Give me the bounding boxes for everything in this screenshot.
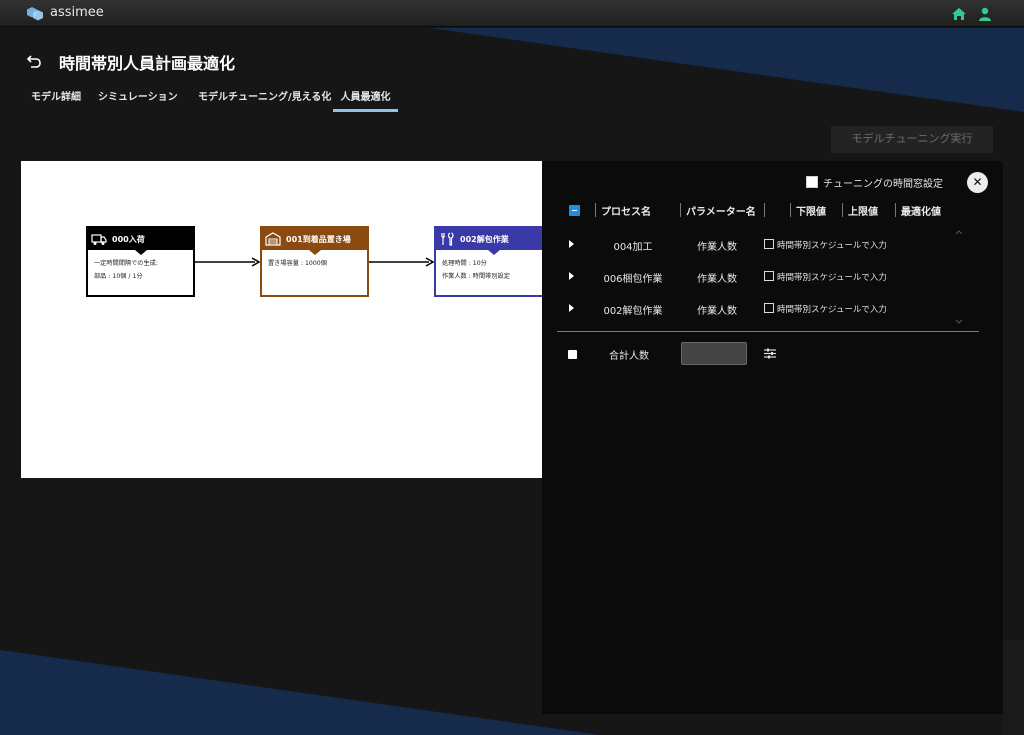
schedule-label: 時間帯別スケジュールで入力 bbox=[777, 305, 887, 315]
expand-caret-icon[interactable] bbox=[569, 272, 574, 280]
schedule-checkbox[interactable] bbox=[764, 271, 774, 281]
grid-header: プロセス名 パラメーター名 下限値 上限値 最適化値 bbox=[557, 200, 979, 222]
logo-icon bbox=[27, 7, 43, 21]
truck-icon bbox=[91, 234, 107, 245]
process-node-unpacking[interactable]: 002解包作業 処理時間 : 10分 作業人数 : 時間帯別設定 bbox=[434, 226, 542, 297]
optimization-panel: チューニングの時間窓設定 ✕ プロセス名 パラメーター名 下限値 上限値 最適化… bbox=[542, 161, 1003, 714]
user-icon[interactable] bbox=[977, 6, 993, 22]
node-detail: 一定時間間隔での生成: bbox=[94, 260, 158, 267]
run-tuning-button[interactable]: モデルチューニング実行 bbox=[831, 126, 993, 153]
table-row[interactable]: 006梱包作業 作業人数 時間帯別スケジュールで入力 bbox=[557, 261, 953, 293]
schedule-label: 時間帯別スケジュールで入力 bbox=[777, 241, 887, 251]
total-staff-label: 合計人数 bbox=[609, 351, 649, 362]
column-header-lower-limit[interactable]: 下限値 bbox=[796, 207, 826, 218]
tools-icon bbox=[441, 232, 454, 246]
expand-caret-icon[interactable] bbox=[569, 304, 574, 312]
node-detail: 処理時間 : 10分 bbox=[442, 260, 487, 267]
row-process-name: 006梱包作業 bbox=[603, 274, 663, 285]
row-process-name: 002解包作業 bbox=[603, 306, 663, 317]
scrollbar[interactable] bbox=[953, 228, 965, 326]
column-header-optimized-value[interactable]: 最適化値 bbox=[901, 207, 941, 218]
tab-model-tuning[interactable]: モデルチューニング/見える化 bbox=[198, 92, 332, 103]
column-header-parameter[interactable]: パラメーター名 bbox=[686, 207, 756, 218]
total-checkbox[interactable] bbox=[568, 350, 577, 359]
close-panel-button[interactable]: ✕ bbox=[967, 172, 988, 193]
column-separator bbox=[895, 203, 896, 217]
row-parameter-name: 作業人数 bbox=[697, 242, 737, 253]
schedule-label: 時間帯別スケジュールで入力 bbox=[777, 273, 887, 283]
table-row[interactable]: 004加工 作業人数 時間帯別スケジュールで入力 bbox=[557, 229, 953, 261]
column-separator bbox=[790, 203, 791, 217]
schedule-checkbox[interactable] bbox=[764, 303, 774, 313]
column-separator bbox=[842, 203, 843, 217]
table-row[interactable]: 002解包作業 作業人数 時間帯別スケジュールで入力 bbox=[557, 293, 953, 325]
node-title: 001到着品置き場 bbox=[286, 234, 351, 244]
node-detail: 部品 : 10個 / 1分 bbox=[94, 273, 143, 280]
row-process-name: 004加工 bbox=[613, 242, 653, 253]
row-parameter-name: 作業人数 bbox=[697, 274, 737, 285]
column-separator bbox=[680, 203, 681, 217]
column-header-process[interactable]: プロセス名 bbox=[601, 207, 651, 218]
column-header-upper-limit[interactable]: 上限値 bbox=[848, 207, 878, 218]
column-separator bbox=[764, 203, 765, 217]
select-all-checkbox[interactable] bbox=[569, 205, 580, 216]
app-name: assimee bbox=[50, 5, 104, 20]
process-node-receiving[interactable]: 000入荷 一定時間間隔での生成: 部品 : 10個 / 1分 bbox=[86, 226, 195, 297]
home-icon[interactable] bbox=[951, 6, 967, 22]
node-title: 000入荷 bbox=[112, 234, 145, 244]
node-detail: 置き場容量 : 1000個 bbox=[268, 260, 327, 267]
total-staff-input[interactable] bbox=[681, 342, 747, 365]
column-separator bbox=[595, 203, 596, 217]
page-title: 時間帯別人員計画最適化 bbox=[59, 54, 236, 73]
warehouse-icon bbox=[265, 232, 281, 246]
time-window-label: チューニングの時間窓設定 bbox=[823, 179, 943, 190]
process-node-arrival-storage[interactable]: 001到着品置き場 置き場容量 : 1000個 bbox=[260, 226, 369, 297]
divider bbox=[557, 331, 979, 332]
flow-arrow bbox=[369, 257, 435, 267]
time-window-checkbox[interactable] bbox=[806, 176, 818, 188]
node-title: 002解包作業 bbox=[460, 234, 509, 244]
node-detail: 作業人数 : 時間帯別設定 bbox=[442, 273, 510, 280]
row-parameter-name: 作業人数 bbox=[697, 306, 737, 317]
expand-caret-icon[interactable] bbox=[569, 240, 574, 248]
schedule-checkbox[interactable] bbox=[764, 239, 774, 249]
tab-model-details[interactable]: モデル詳細 bbox=[31, 92, 81, 103]
tab-simulation[interactable]: シミュレーション bbox=[98, 92, 178, 103]
back-arrow-icon[interactable] bbox=[25, 52, 43, 70]
model-canvas[interactable]: 000入荷 一定時間間隔での生成: 部品 : 10個 / 1分 001到着品置き… bbox=[21, 161, 542, 478]
tab-staff-optimization[interactable]: 人員最適化 bbox=[333, 88, 398, 112]
close-icon: ✕ bbox=[972, 175, 983, 189]
sliders-icon[interactable] bbox=[764, 348, 776, 359]
top-bar: assimee bbox=[0, 0, 1024, 27]
flow-arrow bbox=[195, 257, 261, 267]
